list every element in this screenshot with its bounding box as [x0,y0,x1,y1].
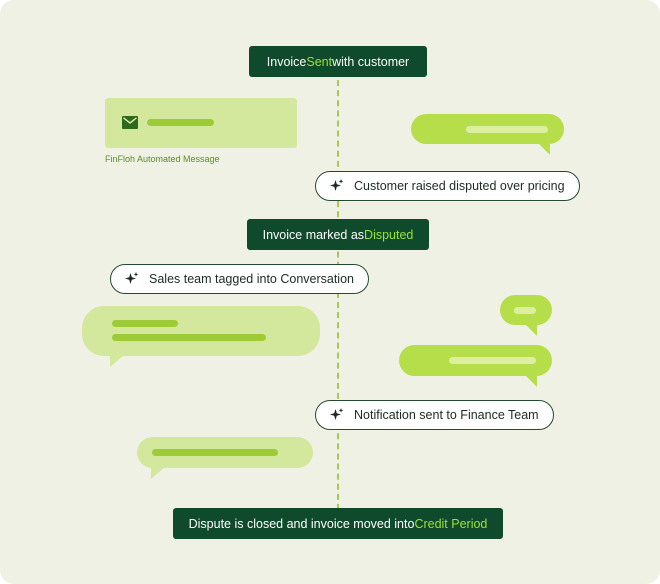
bubble-placeholder-line [112,334,266,341]
mail-icon [122,116,138,129]
automated-message-caption: FinFloh Automated Message [105,154,220,164]
chat-bubble [500,295,552,325]
event-customer-dispute-text: Customer raised disputed over pricing [354,179,565,193]
banner-invoice-sent: Invoice Sent with customer [249,46,427,77]
bubble-placeholder-line [466,126,548,133]
chat-bubble [82,306,320,356]
banner-invoice-disputed-highlight: Disputed [364,227,414,242]
bubble-tail [525,375,537,387]
message-placeholder-line [147,119,214,126]
sparkle-icon [330,179,344,191]
bubble-placeholder-line [449,357,536,364]
bubble-placeholder-line [152,449,278,456]
automated-message-card [105,98,297,148]
event-customer-dispute: Customer raised disputed over pricing [315,171,580,201]
sparkle-icon [125,272,139,284]
chat-bubble [411,114,564,144]
bubble-placeholder-line [514,307,536,314]
banner-dispute-closed: Dispute is closed and invoice moved into… [173,508,503,539]
banner-dispute-closed-prefix: Dispute is closed and invoice moved into [188,516,415,531]
timeline-line [337,70,339,520]
bubble-placeholder-line [112,320,178,327]
bubble-tail [525,324,537,336]
banner-invoice-disputed-prefix: Invoice marked as [262,227,365,242]
banner-invoice-sent-highlight: Sent [306,54,333,69]
event-finance-notified-text: Notification sent to Finance Team [354,408,539,422]
banner-invoice-sent-prefix: Invoice [266,54,307,69]
banner-invoice-sent-suffix: with customer [332,54,410,69]
event-finance-notified: Notification sent to Finance Team [315,400,554,430]
banner-invoice-disputed: Invoice marked as Disputed [247,219,429,250]
sparkle-icon [330,408,344,420]
chat-bubble [399,345,552,376]
event-sales-tagged: Sales team tagged into Conversation [110,264,369,294]
chat-bubble [137,437,313,468]
event-sales-tagged-text: Sales team tagged into Conversation [149,272,354,286]
bubble-tail [538,143,550,155]
banner-dispute-closed-highlight: Credit Period [414,516,488,531]
bubble-tail [110,355,124,367]
bubble-tail [151,467,165,479]
